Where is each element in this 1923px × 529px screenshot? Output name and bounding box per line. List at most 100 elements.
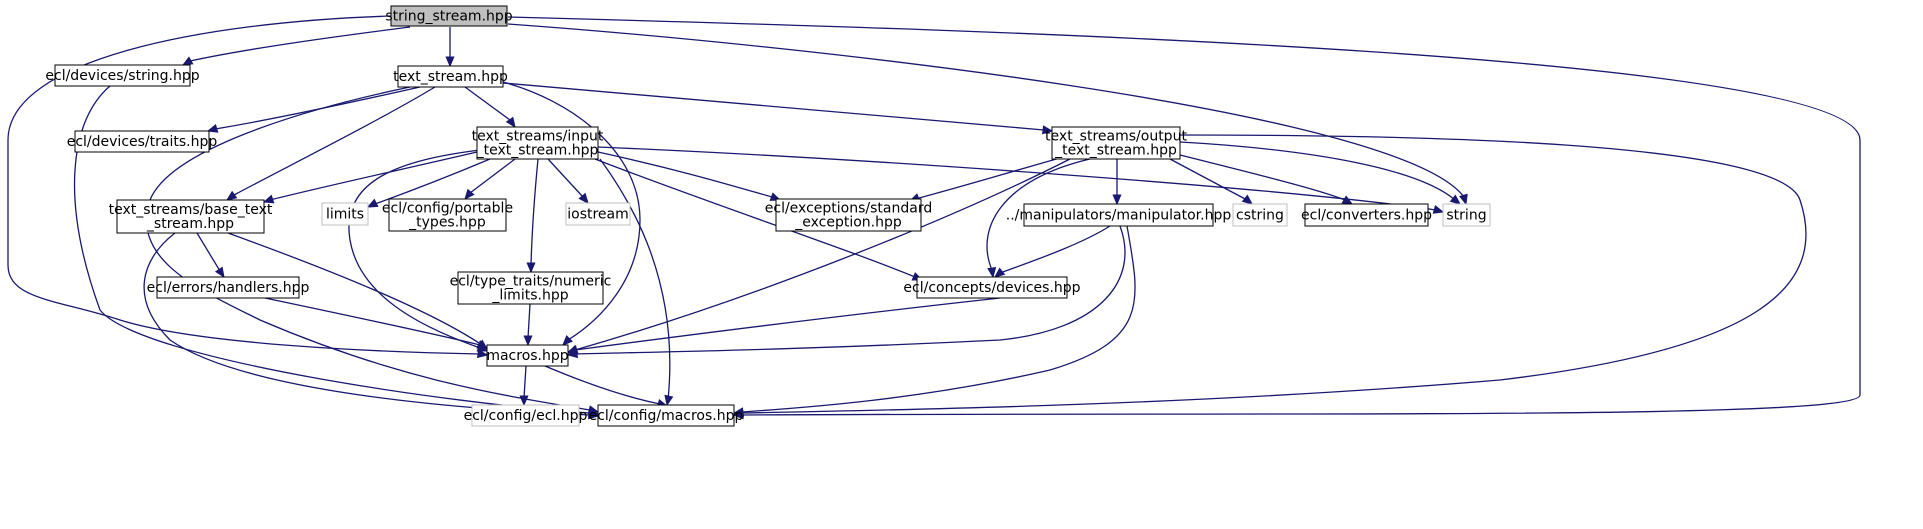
node-label: string — [1446, 208, 1486, 224]
node-portable-types[interactable]: ecl/config/portable_types.hpp — [382, 198, 513, 232]
node-devices-string[interactable]: ecl/devices/string.hpp — [45, 64, 200, 87]
edge-output_text_stream-to-converters — [1179, 154, 1354, 205]
edge-text_stream-to-macros — [502, 81, 641, 346]
arrowhead — [523, 335, 533, 347]
node-label: _exception.hpp — [794, 215, 902, 231]
arrowhead — [732, 407, 744, 417]
node-label: text_streams/output — [1045, 129, 1187, 145]
edge-string_stream-to-string — [507, 23, 1468, 206]
edge-output_text_stream-to-cstring — [1169, 158, 1254, 205]
arrowhead — [993, 267, 1006, 278]
node-string-stream[interactable]: string_stream.hpp — [385, 5, 513, 27]
node-manipulator[interactable]: ../manipulators/manipulator.hpp — [1006, 203, 1232, 227]
node-string: string — [1442, 203, 1491, 227]
arrowhead — [664, 394, 674, 407]
arrowhead — [987, 266, 997, 279]
edge-string_stream-to-macros — [7, 15, 489, 359]
arrowhead — [1042, 125, 1054, 135]
edge-text_stream-to-input_text_stream — [464, 86, 516, 129]
node-label: ecl/concepts/devices.hpp — [903, 280, 1080, 296]
node-label: ecl/exceptions/standard — [765, 201, 932, 217]
edge-base_text_stream-to-handlers — [196, 232, 225, 279]
node-label: string_stream.hpp — [385, 9, 512, 25]
edge-input_text_stream-to-iostream — [547, 158, 589, 204]
arrowhead — [562, 335, 573, 346]
node-label: _types.hpp — [408, 215, 486, 231]
node-label: limits — [326, 207, 364, 223]
node-standard-exception[interactable]: ecl/exceptions/standard_exception.hpp — [765, 198, 932, 232]
arrowhead — [476, 349, 489, 359]
arrowhead — [578, 192, 589, 204]
edge-input_text_stream-to-limits — [366, 158, 491, 208]
node-cstring: cstring — [1232, 203, 1288, 227]
node-label: text_stream.hpp — [393, 69, 508, 85]
node-label: ../manipulators/manipulator.hpp — [1006, 208, 1232, 224]
edge-output_text_stream-to-manipulator — [1112, 159, 1122, 206]
node-label: ecl/config/portable — [382, 201, 513, 217]
node-devices-traits[interactable]: ecl/devices/traits.hpp — [67, 130, 218, 153]
node-label: ecl/config/ecl.hpp — [464, 408, 588, 424]
edge-input_text_stream-to-string — [597, 146, 1445, 214]
arrowhead — [1432, 205, 1445, 214]
node-label: _limits.hpp — [491, 288, 568, 304]
edge-concepts_devices-to-macros — [566, 297, 1001, 354]
edge-output_text_stream-to-concepts_devices — [986, 158, 1091, 279]
edge-manipulator-to-concepts_devices — [993, 225, 1111, 278]
graph-nodes: string_stream.hpp ecl/devices/string.hpp t… — [45, 5, 1491, 427]
node-limits: limits — [321, 202, 369, 226]
node-iostream: iostream — [565, 202, 631, 226]
edge-manipulator-to-config_macros — [732, 225, 1136, 417]
arrowhead — [566, 345, 579, 354]
arrowhead — [225, 190, 238, 201]
edge-output_text_stream-to-string — [1179, 141, 1462, 205]
node-label: text_streams/base_text — [109, 202, 273, 218]
node-label: ecl/converters.hpp — [1301, 208, 1432, 224]
edge-text_stream-to-base_text_stream — [225, 86, 436, 201]
edge-string_stream-to-devices_string — [181, 26, 411, 66]
node-text-stream[interactable]: text_stream.hpp — [393, 65, 508, 88]
node-label: ecl/errors/handlers.hpp — [147, 280, 310, 296]
arrowhead — [1449, 194, 1462, 205]
arrowhead — [1459, 193, 1468, 206]
arrowhead — [1112, 194, 1122, 206]
graph-edges — [7, 15, 1861, 420]
edge-output_text_stream-to-macros — [566, 158, 1071, 354]
node-label: text_streams/input — [472, 129, 604, 145]
edge-base_text_stream-to-config_macros — [143, 232, 600, 420]
node-handlers[interactable]: ecl/errors/handlers.hpp — [147, 276, 310, 299]
arrowhead — [476, 340, 489, 349]
node-label: _text_stream.hpp — [1054, 143, 1177, 159]
node-label: iostream — [567, 207, 629, 223]
arrowhead — [181, 56, 194, 66]
arrowhead — [519, 395, 529, 407]
edge-macros-to-config_ecl — [519, 365, 529, 407]
edge-numeric_limits-to-macros — [523, 303, 533, 347]
node-concepts-devices[interactable]: ecl/concepts/devices.hpp — [903, 276, 1081, 299]
node-label: ecl/devices/traits.hpp — [67, 134, 218, 150]
node-label: macros.hpp — [486, 348, 568, 364]
edge-input_text_stream-to-standard_exception — [597, 151, 782, 201]
node-output-text-stream[interactable]: text_streams/output_text_stream.hpp — [1045, 126, 1187, 160]
arrowhead — [464, 188, 475, 200]
node-label: ecl/type_traits/numeric — [450, 274, 612, 290]
node-label: ecl/devices/string.hpp — [45, 68, 199, 84]
node-input-text-stream[interactable]: text_streams/input_text_stream.hpp — [472, 126, 604, 160]
node-config-ecl: ecl/config/ecl.hpp — [464, 404, 588, 427]
edge-handlers-to-macros — [264, 297, 489, 349]
node-numeric-limits[interactable]: ecl/type_traits/numeric_limits.hpp — [450, 271, 612, 305]
node-converters[interactable]: ecl/converters.hpp — [1301, 203, 1432, 227]
node-label: ecl/config/macros.hpp — [589, 408, 744, 424]
arrowhead — [262, 194, 275, 204]
arrowhead — [214, 266, 225, 279]
arrowhead — [445, 56, 455, 68]
arrowhead — [588, 410, 600, 420]
arrowhead — [1241, 194, 1254, 205]
edge-input_text_stream-to-config_macros — [599, 158, 674, 407]
node-config-macros[interactable]: ecl/config/macros.hpp — [589, 404, 744, 427]
arrowhead — [505, 116, 516, 129]
edge-macros-to-config_macros — [544, 365, 669, 408]
node-base-text-stream[interactable]: text_streams/base_text_stream.hpp — [109, 199, 273, 234]
edge-string_stream-to-text_stream — [445, 27, 455, 68]
node-macros[interactable]: macros.hpp — [486, 344, 569, 367]
